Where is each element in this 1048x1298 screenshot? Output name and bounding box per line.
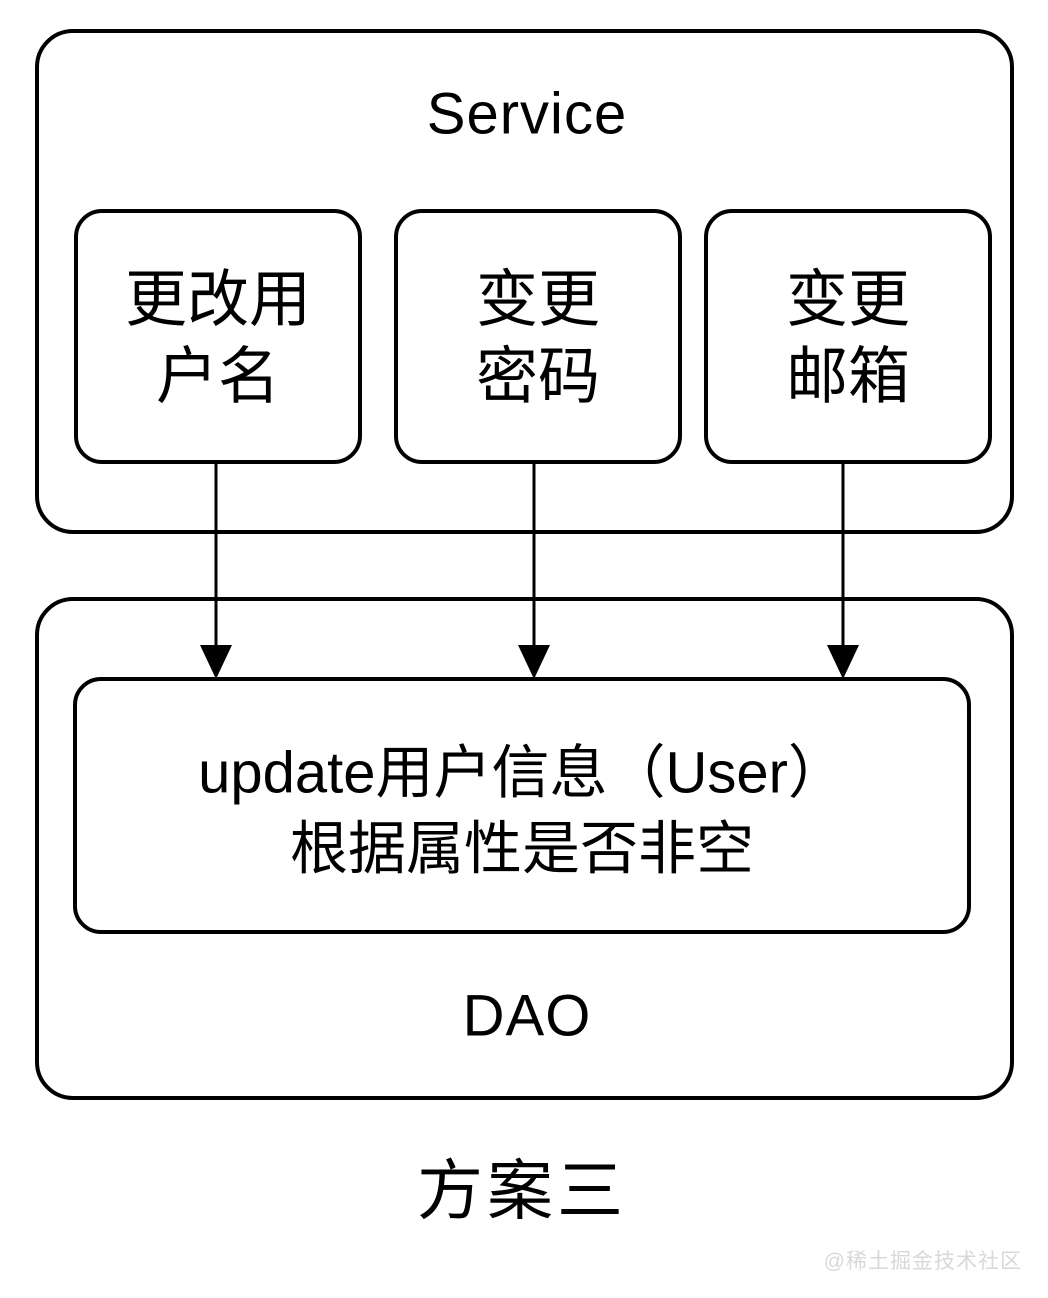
service-layer-group: Service 更改用 户名 变更 密码 变更 邮箱 xyxy=(35,29,1014,534)
service-node-change-password[interactable] xyxy=(394,209,682,464)
connector-change-username-to-update-user[interactable] xyxy=(200,462,232,679)
service-node-change-username[interactable] xyxy=(74,209,362,464)
arrowhead-icon-2 xyxy=(518,645,550,679)
diagram-caption: 方案三 xyxy=(417,1153,627,1227)
dao-layer-group: update用户信息（User） 根据属性是否非空 DAO xyxy=(35,597,1014,1100)
connector-change-email-to-update-user[interactable] xyxy=(827,462,859,679)
service-node-change-password-line1: 变更 xyxy=(476,265,600,334)
connector-change-password-to-update-user[interactable] xyxy=(518,462,550,679)
arrowhead-icon-3 xyxy=(827,645,859,679)
service-node-change-email-group: 变更 邮箱 xyxy=(704,209,992,464)
connectors-group xyxy=(200,462,859,679)
dao-node-update-user-line2: 根据属性是否非空 xyxy=(290,816,754,881)
service-node-change-email-line2: 邮箱 xyxy=(786,342,910,411)
dao-node-update-user-group: update用户信息（User） 根据属性是否非空 xyxy=(73,677,971,934)
dao-node-update-user[interactable] xyxy=(73,677,971,934)
watermark: @稀土掘金技术社区 xyxy=(824,1250,1022,1273)
service-node-change-email-line1: 变更 xyxy=(786,265,910,334)
dao-layer-title: DAO xyxy=(463,983,592,1048)
service-node-change-password-line2: 密码 xyxy=(476,342,600,411)
service-node-change-email[interactable] xyxy=(704,209,992,464)
arrowhead-icon-1 xyxy=(200,645,232,679)
service-node-change-username-line2: 户名 xyxy=(156,342,280,411)
service-node-change-password-group: 变更 密码 xyxy=(394,209,682,464)
service-node-change-username-group: 更改用 户名 xyxy=(74,209,362,464)
dao-node-update-user-line1: update用户信息（User） xyxy=(198,740,846,805)
service-node-change-username-line1: 更改用 xyxy=(125,265,311,334)
service-layer-title: Service xyxy=(427,81,627,146)
